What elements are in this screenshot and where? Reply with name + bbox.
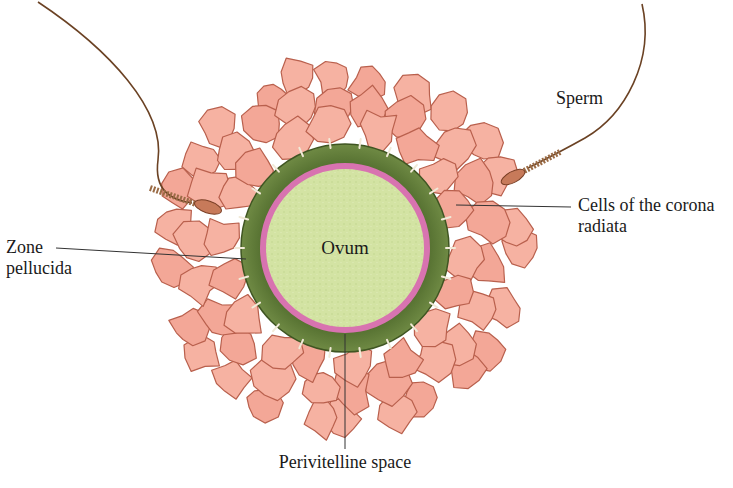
zona-villus (329, 139, 330, 148)
zona-villus (235, 247, 244, 249)
corona-cell (306, 106, 351, 143)
ovum-cell: Ovum (270, 173, 420, 323)
zona-villus (240, 217, 249, 220)
corona-cell (444, 236, 485, 281)
zona-villus (387, 148, 391, 156)
sperm-left (38, 2, 223, 217)
zona-villus (273, 165, 279, 172)
corona-cell (204, 219, 239, 256)
corona-cell (431, 91, 468, 131)
sperm-label: Sperm (556, 88, 603, 109)
corona-cells (151, 58, 537, 440)
leader-lines (56, 205, 571, 449)
zona-villus (387, 340, 391, 348)
zona-villus (411, 324, 417, 331)
corona-cell (209, 259, 247, 300)
zona-villus (253, 189, 261, 194)
zona-villus (359, 139, 360, 148)
corona-cell (304, 399, 337, 440)
zona-villus (442, 277, 451, 280)
corona-cell (396, 128, 439, 164)
zona-villus (446, 247, 455, 249)
zona-label: Zone pellucida (6, 237, 84, 278)
corona-label: Cells of the corona radiata (578, 195, 720, 236)
vitelline-membrane (263, 166, 427, 330)
zona-villus (430, 303, 438, 308)
node-text: Ovum (321, 237, 369, 259)
zona-villus (442, 217, 451, 220)
zona-pellucida (241, 144, 449, 352)
zona-villus (253, 303, 261, 308)
perivitelline-label: Perivitelline space (279, 452, 411, 473)
zona-villus (359, 348, 360, 357)
zona-villus (329, 348, 330, 357)
corona-cell (384, 338, 424, 378)
zona-villus (299, 148, 303, 156)
zona-villi (235, 139, 455, 357)
zona-villus (273, 324, 279, 331)
zona-villus (411, 165, 417, 172)
zona-villus (299, 340, 303, 348)
corona-cell (242, 105, 280, 142)
zona-villus (240, 277, 249, 280)
zona-villus (430, 189, 438, 194)
sperm-right (499, 4, 645, 188)
